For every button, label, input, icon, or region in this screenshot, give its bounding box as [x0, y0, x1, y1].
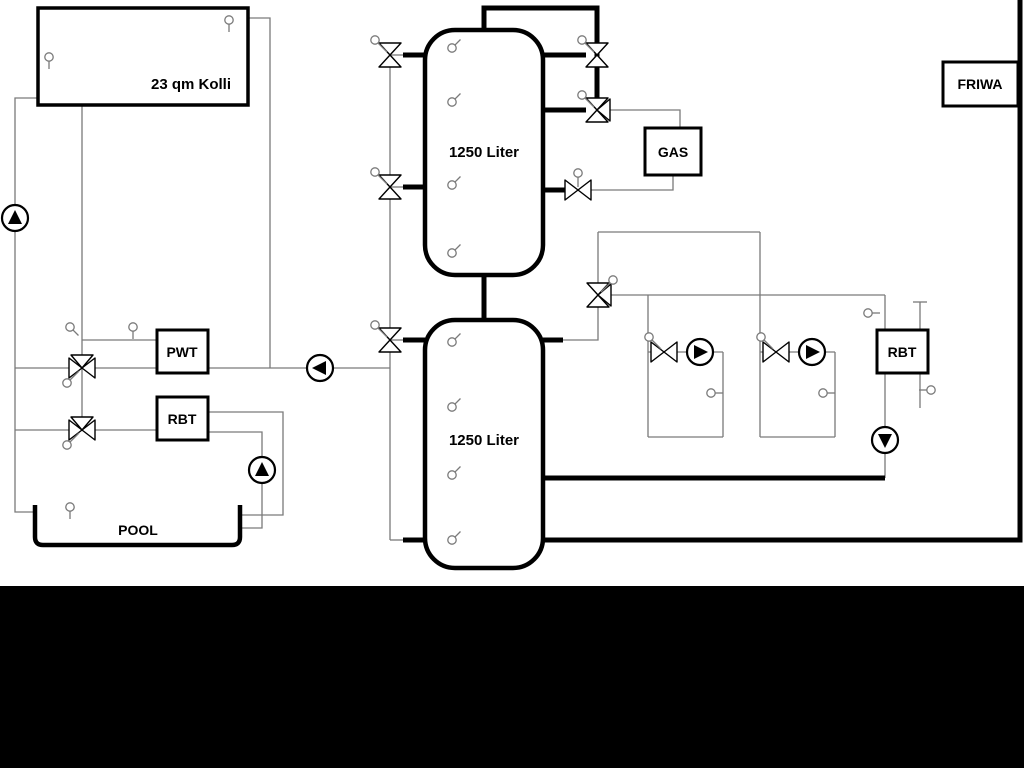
buffer-tank-lower [422, 317, 546, 571]
solar-collector-box [36, 6, 250, 107]
thin-pipe-network [14, 17, 927, 541]
heating-rbt-exchanger-box [875, 328, 930, 375]
pump-heating-circuit-1-icon [685, 337, 715, 367]
letterbox-bottom [0, 586, 1024, 768]
pump-heating-return-icon [870, 425, 900, 455]
pool-label: POOL [118, 522, 158, 538]
gas-boiler-label: GAS [658, 144, 688, 160]
pump-solar-icon [0, 203, 30, 233]
pump-pool-icon [247, 455, 277, 485]
buffer-tank-upper [422, 27, 546, 278]
pwt-exchanger-label: PWT [166, 344, 198, 360]
buffer-tank-upper-label: 1250 Liter [449, 144, 519, 161]
pump-buffer-charge-icon [305, 353, 335, 383]
pool-basin [32, 505, 243, 548]
buffer-tank-lower-label: 1250 Liter [449, 432, 519, 449]
pump-heating-circuit-2-icon [797, 337, 827, 367]
pool-rbt-exchanger-box [155, 395, 210, 442]
friwa-station-label: FRIWA [957, 76, 1002, 92]
gas-boiler-box [643, 126, 703, 177]
pwt-exchanger-box [155, 328, 210, 375]
friwa-station-box [941, 60, 1020, 108]
heating-rbt-exchanger-label: RBT [888, 344, 917, 360]
solar-collector-label: 23 qm Kolli [151, 76, 231, 93]
pool-rbt-exchanger-label: RBT [168, 411, 197, 427]
